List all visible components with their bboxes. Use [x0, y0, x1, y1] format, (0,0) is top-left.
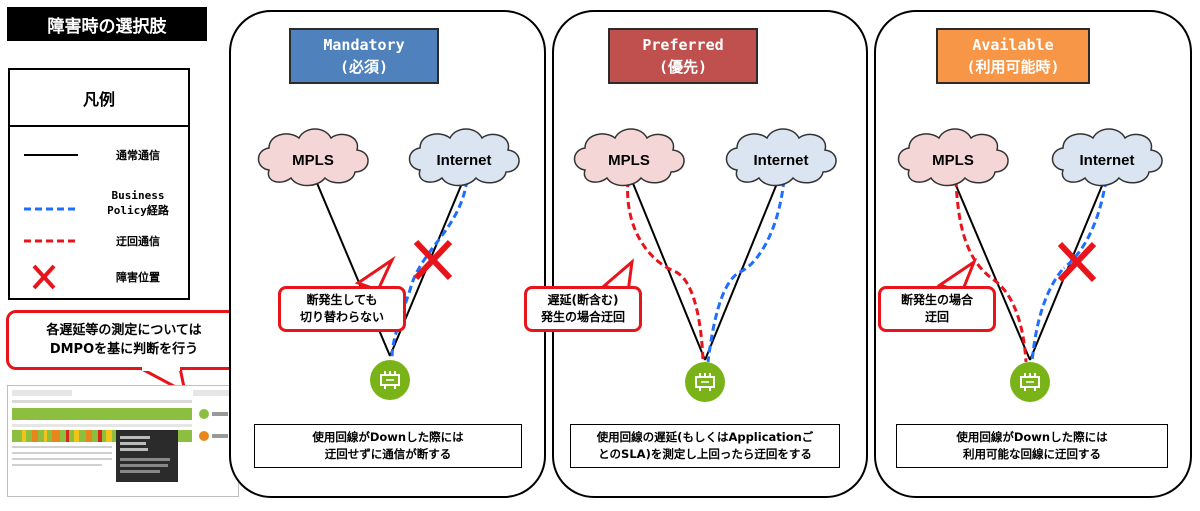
fault-x-icon	[413, 239, 453, 281]
legend-label-policy-line1: Business	[111, 189, 165, 202]
legend-item-detour: 迂回通信	[10, 226, 188, 256]
mpls-link	[951, 175, 1031, 361]
caption-mandatory: 使用回線がDownした際には 迂回せずに通信が断する	[254, 424, 522, 468]
note-line1: 各遅延等の測定については	[46, 323, 202, 338]
legend-label-normal: 通常通信	[116, 148, 160, 162]
caption-preferred-line2: とのSLA)を測定し上回ったら迂回をする	[598, 447, 812, 461]
caption-preferred: 使用回線の遅延(もしくはApplicationご とのSLA)を測定し上回ったら…	[570, 424, 840, 468]
page-title: 障害時の選択肢	[7, 7, 207, 41]
note-line2: DMPOを基に判断を行う	[49, 342, 199, 357]
policy-path-tail	[1030, 269, 1064, 363]
edge-device-icon	[684, 361, 726, 403]
dashed-red-line-icon	[24, 239, 78, 243]
mode-subtitle-preferred: (優先)	[658, 58, 708, 76]
policy-path-failed	[1063, 179, 1108, 270]
policy-path	[390, 179, 469, 359]
caption-available: 使用回線がDownした際には 利用可能な回線に迂回する	[896, 424, 1168, 468]
legend-label-fault: 障害位置	[116, 270, 160, 284]
edge-device-icon	[369, 359, 411, 401]
mpls-label: MPLS	[932, 152, 974, 169]
panel-mandatory: Mandatory (必須)	[229, 10, 546, 498]
internet-label: Internet	[436, 152, 491, 169]
panel-preferred: Preferred (優先)	[552, 10, 868, 498]
caption-mandatory-line2: 迂回せずに通信が断する	[324, 447, 452, 461]
legend-label-policy: Business Policy経路	[88, 188, 188, 218]
callout-preferred-line2: 発生の場合迂回	[540, 310, 625, 324]
legend-title: 凡例	[10, 70, 188, 127]
fault-x-icon	[1057, 241, 1097, 283]
mode-box-mandatory: Mandatory (必須)	[289, 28, 439, 84]
dmpo-note-callout: 各遅延等の測定については DMPOを基に判断を行う	[6, 310, 242, 370]
diagram-preferred: MPLS Internet	[573, 128, 837, 403]
mode-box-available: Available (利用可能時)	[936, 28, 1090, 84]
solid-line-icon	[24, 154, 78, 156]
legend-label-policy-line2: Policy経路	[107, 204, 169, 217]
edge-device-icon	[1009, 361, 1051, 403]
caption-available-line2: 利用可能な回線に迂回する	[963, 447, 1101, 461]
internet-link	[704, 175, 781, 361]
dmpo-dashboard-thumbnail	[7, 385, 239, 497]
legend-item-fault: 障害位置	[10, 262, 188, 292]
mode-name-preferred: Preferred	[642, 36, 724, 54]
mode-subtitle-mandatory: (必須)	[339, 58, 389, 76]
callout-mandatory: 断発生しても 切り替わらない	[278, 286, 406, 332]
callout-available: 断発生の場合 迂回	[878, 286, 996, 332]
detour-path	[626, 179, 705, 363]
callout-mandatory-line1: 断発生しても	[306, 293, 378, 307]
callout-available-line2: 迂回	[924, 310, 949, 324]
internet-label: Internet	[1079, 152, 1134, 169]
caption-preferred-line1: 使用回線の遅延(もしくはApplicationご	[596, 430, 814, 444]
policy-path	[706, 179, 786, 363]
caption-available-line1: 使用回線がDownした際には	[956, 430, 1108, 444]
detour-path	[954, 179, 1028, 363]
legend-item-policy: Business Policy経路	[10, 186, 188, 222]
dashed-blue-line-icon	[24, 207, 78, 211]
legend: 凡例 通常通信 Business Policy経路 迂回通信 障害位置	[8, 68, 190, 300]
callout-preferred-line1: 遅延(断含む)	[547, 293, 619, 307]
mode-subtitle-available: (利用可能時)	[966, 58, 1060, 76]
diagram-available: MPLS Internet	[897, 128, 1163, 403]
mode-name-available: Available	[972, 36, 1054, 54]
panel-available: Available (利用可能時)	[874, 10, 1192, 498]
callout-mandatory-line2: 切り替わらない	[299, 310, 384, 324]
dashboard-thumbnail-image	[8, 386, 238, 496]
caption-mandatory-line1: 使用回線がDownした際には	[312, 430, 464, 444]
mpls-label: MPLS	[608, 152, 650, 169]
mpls-label: MPLS	[292, 152, 334, 169]
legend-label-detour: 迂回通信	[116, 234, 160, 248]
mode-box-preferred: Preferred (優先)	[608, 28, 758, 84]
diagram-mandatory: MPLS Internet	[257, 128, 520, 401]
callout-available-line1: 断発生の場合	[900, 293, 973, 307]
note-tail-joint	[142, 365, 180, 371]
legend-item-normal: 通常通信	[10, 140, 188, 170]
fault-x-icon	[32, 264, 56, 290]
internet-label: Internet	[753, 152, 808, 169]
callout-preferred: 遅延(断含む) 発生の場合迂回	[524, 286, 642, 332]
mode-name-mandatory: Mandatory	[323, 36, 405, 54]
